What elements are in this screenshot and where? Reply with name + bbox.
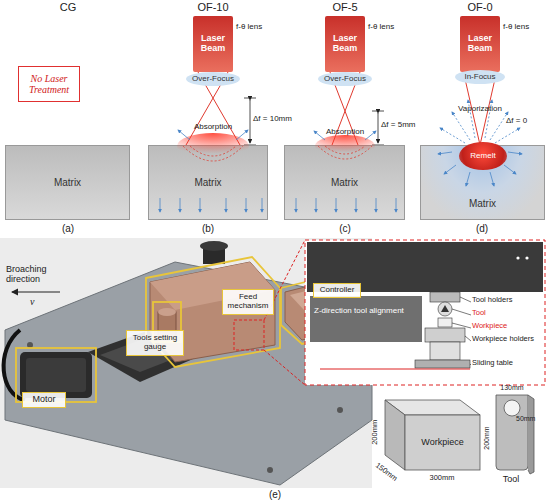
- tool-shape: [496, 395, 534, 474]
- node-text: Laser Beam: [325, 34, 365, 54]
- remelt-zone: Remelt: [459, 142, 507, 170]
- text-label: 200mm: [371, 415, 380, 449]
- node-text: Matrix: [469, 198, 496, 209]
- node-text: Over-Focus: [192, 75, 234, 84]
- text-label: OF-0: [450, 1, 510, 14]
- text-label: f-θ lens: [236, 22, 280, 31]
- text-label: Δf = 0: [506, 116, 546, 125]
- text-label: 50mm: [516, 415, 546, 423]
- matrix-block: Matrix Remelt: [420, 145, 545, 220]
- text-label: (a): [53, 223, 83, 235]
- laser-ray: [186, 70, 497, 145]
- text-label: (b): [193, 223, 223, 235]
- node-text: Feed mechanism: [224, 293, 272, 311]
- node-text: Matrix: [54, 177, 81, 188]
- text-label: 150mm: [370, 459, 402, 486]
- text-label: (e): [260, 489, 290, 501]
- note-box: No Laser Treatment: [18, 66, 80, 102]
- matrix-block: Matrix: [148, 145, 268, 220]
- node-text: Tools setting gauge: [128, 334, 182, 352]
- text-label: Δf = 5mm: [381, 120, 429, 129]
- node-text: Remelt: [470, 152, 495, 161]
- tool-shape: Tool: [486, 393, 536, 485]
- part-label: Motor: [22, 392, 66, 408]
- text-label: v: [30, 296, 42, 308]
- part-label: Feed mechanism: [222, 289, 274, 315]
- text-label: CG: [38, 1, 98, 14]
- workpiece-block: [385, 400, 480, 470]
- workpiece-block: Workpiece: [405, 415, 480, 470]
- text-label: 200mm: [483, 421, 491, 455]
- text-label: (d): [467, 223, 497, 235]
- text-label: Δf = 10mm: [253, 114, 303, 123]
- text-label: (c): [330, 223, 360, 235]
- text-label: Broaching direction: [6, 264, 62, 285]
- text-label: Tool: [472, 309, 544, 318]
- node-text: Workpiece: [421, 438, 463, 448]
- text-label: f-θ lens: [503, 22, 547, 31]
- node-text: No Laser Treatment: [19, 73, 79, 95]
- node-text: Laser Beam: [460, 34, 500, 54]
- node-text: Matrix: [194, 177, 221, 188]
- node-text: Over-Focus: [324, 75, 366, 84]
- text-label: Absorption: [315, 127, 375, 136]
- part-label: Controller: [313, 283, 361, 298]
- text-label: Sliding table: [472, 359, 544, 368]
- text-label: Z-direction tool alignment: [314, 306, 418, 315]
- text-label: f-θ lens: [368, 22, 412, 31]
- text-label: Absorption: [183, 122, 243, 131]
- text-label: 130mm: [495, 384, 529, 392]
- text-label: 300mm: [422, 474, 462, 483]
- laser-beam: Laser Beam: [193, 16, 233, 72]
- focus-ellipse: Over-Focus: [186, 72, 240, 86]
- text-label: Vaporization: [448, 104, 512, 113]
- laser-beam: Laser Beam: [325, 16, 365, 72]
- matrix-block: Matrix: [5, 145, 130, 220]
- focus-ellipse: In-Focus: [455, 70, 505, 84]
- node-text: Tool: [503, 475, 520, 485]
- text-label: OF-10: [183, 1, 243, 14]
- node-text: Controller: [320, 286, 355, 295]
- heat-arrow: [160, 130, 522, 212]
- text-label: OF-5: [315, 1, 375, 14]
- focus-ellipse: Over-Focus: [318, 72, 372, 86]
- matrix-block: Matrix: [284, 145, 405, 220]
- text-label: Workpiece holders: [472, 335, 546, 344]
- node-text: Matrix: [331, 177, 358, 188]
- text-label: Tool holders: [472, 296, 544, 305]
- text-label: Workpiece: [472, 322, 544, 331]
- node-text: Laser Beam: [193, 34, 233, 54]
- dimension-arrow: [244, 98, 384, 145]
- node-text: In-Focus: [464, 73, 495, 82]
- node-text: Motor: [32, 395, 55, 405]
- laser-beam: Laser Beam: [460, 16, 500, 72]
- inset-drawing: [305, 240, 545, 385]
- absorption-zone: [177, 133, 375, 161]
- part-label: Tools setting gauge: [126, 330, 184, 356]
